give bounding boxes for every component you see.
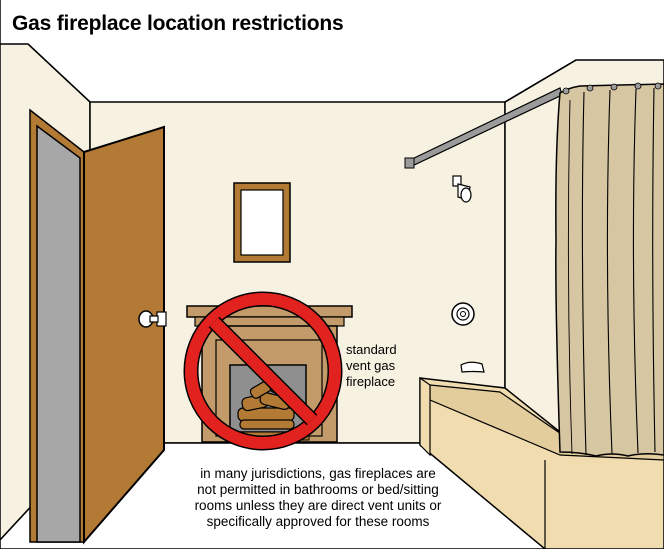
door-knob-icon[interactable] xyxy=(138,310,167,328)
bathtub xyxy=(419,376,664,549)
fireplace-label-line-2: vent gas xyxy=(346,358,396,373)
door[interactable] xyxy=(83,125,165,545)
note-line-1: in many jurisdictions, gas fireplaces ar… xyxy=(200,466,436,481)
fireplace-label: standard vent gas fireplace xyxy=(346,342,397,390)
fireplace-label-line-3: fireplace xyxy=(346,374,396,389)
restriction-note: in many jurisdictions, gas fireplaces ar… xyxy=(168,466,468,530)
faucet-icon xyxy=(460,361,485,373)
prohibition-sign-icon xyxy=(183,291,343,451)
diagram-title: Gas fireplace location restrictions xyxy=(12,12,344,35)
wall-picture xyxy=(233,182,291,263)
note-line-3: rooms unless they are direct vent units … xyxy=(194,498,442,513)
shower-head-icon xyxy=(452,175,472,203)
shower-valve xyxy=(451,302,475,326)
fireplace-label-line-1: standard xyxy=(346,342,397,357)
door-opening xyxy=(36,124,81,543)
note-line-4: specifically approved for these rooms xyxy=(206,514,430,529)
note-line-2: not permitted in bathrooms or bed/sittin… xyxy=(197,482,439,497)
shower-curtain xyxy=(555,82,664,457)
